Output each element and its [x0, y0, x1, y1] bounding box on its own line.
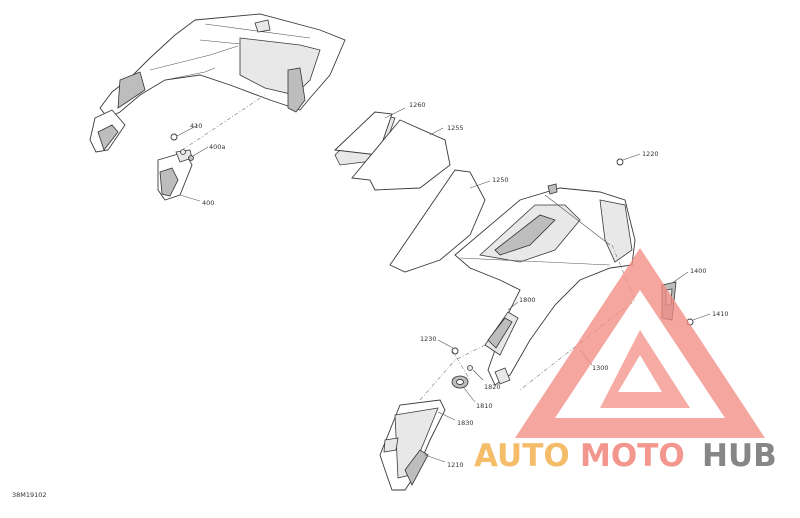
pad-1250: [389, 169, 486, 273]
screw-1820: [467, 365, 473, 371]
lower-panel-1210: [379, 399, 446, 491]
callout-410: 410: [190, 122, 202, 130]
grommet-1810: [451, 375, 469, 389]
callout-400: 400: [202, 199, 214, 207]
pad-1255: [351, 119, 451, 191]
callout-1820: 1820: [484, 383, 501, 391]
watermark-logo: AUTO MOTO HUB: [474, 248, 777, 474]
callout-1255: 1255: [447, 124, 464, 132]
handle-1800: [484, 311, 519, 356]
callout-1400: 1400: [690, 267, 707, 275]
callout-1220: 1220: [642, 150, 659, 158]
callout-1830: 1830: [457, 419, 474, 427]
watermark-moto: MOTO: [580, 438, 685, 474]
drawing-code: 38M19102: [12, 491, 47, 499]
callout-1210: 1210: [447, 461, 464, 469]
callout-1250: 1250: [492, 176, 509, 184]
rear-body-panel: [89, 13, 346, 153]
callout-1800: 1800: [519, 296, 536, 304]
bracket-400: [157, 133, 194, 201]
callout-1260: 1260: [409, 101, 426, 109]
callout-1230: 1230: [420, 335, 437, 343]
watermark-triangle-icon: [515, 248, 765, 438]
callout-400a: 400a: [209, 143, 225, 151]
callout-1300: 1300: [592, 364, 609, 372]
callout-1410: 1410: [712, 310, 729, 318]
watermark-auto: AUTO: [474, 438, 570, 474]
side-panel-1300: [454, 183, 636, 386]
watermark-hub: HUB: [702, 438, 777, 474]
callout-1810: 1810: [476, 402, 493, 410]
